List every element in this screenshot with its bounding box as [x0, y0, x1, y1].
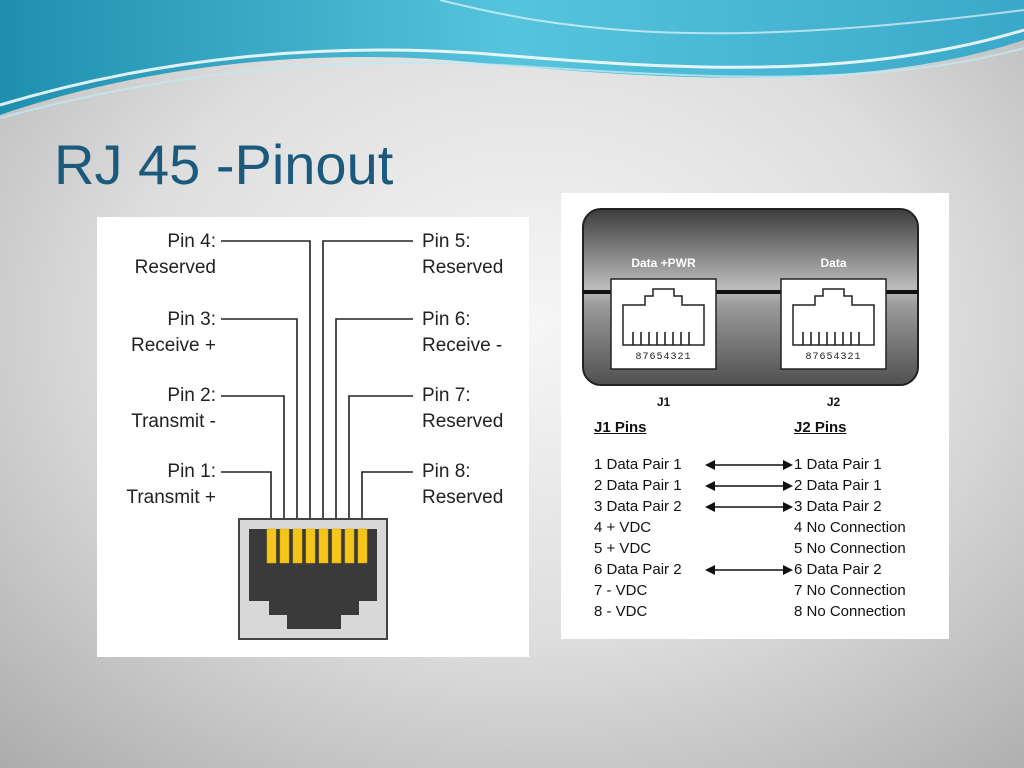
- pin2-number: Pin 2:: [167, 385, 216, 406]
- pin4-lead: [221, 240, 311, 527]
- pin3-desc: Receive +: [130, 335, 216, 356]
- pin2-lead: [221, 395, 285, 527]
- double-arrow-icon: [705, 460, 793, 470]
- jack-j1-id: J1: [656, 395, 671, 409]
- label-pin8: Pin 8: Reserved: [422, 459, 503, 511]
- pin3-lead: [221, 318, 298, 527]
- j1-pin-row: 5 + VDC: [594, 540, 652, 557]
- double-arrow-icon: [705, 502, 793, 512]
- j1-pin-row: 1 Data Pair 1: [594, 456, 682, 473]
- slide-title: RJ 45 -Pinout: [54, 133, 394, 196]
- jack-j1-socket: [622, 288, 705, 346]
- pin5-desc: Reserved: [422, 257, 504, 278]
- jack-j1-label: Data +PWR: [631, 256, 696, 270]
- jack-j1: [610, 278, 717, 370]
- j1-pin-row: 6 Data Pair 2: [594, 561, 682, 578]
- pin1-desc: Transmit +: [126, 487, 216, 508]
- jack-j1-numbers: 87654321: [635, 352, 692, 363]
- dual-jack-graphic: [582, 208, 919, 386]
- label-pin4: Pin 4: Reserved: [135, 229, 216, 281]
- pin8-desc: Reserved: [422, 487, 504, 508]
- label-pin1: Pin 1: Transmit +: [126, 459, 216, 511]
- jack-j2-label: Data: [820, 256, 847, 270]
- jack-pin-panel: Data +PWR Data 87654321 87654321 J1 J2 J…: [561, 193, 949, 639]
- contact-5: [318, 528, 329, 564]
- contact-4: [305, 528, 316, 564]
- j1-pin-row: 3 Data Pair 2: [594, 498, 682, 515]
- pin1-lead: [221, 471, 272, 527]
- header-wave: [0, 0, 1024, 119]
- jack-j2-socket: [792, 288, 875, 346]
- pin6-desc: Receive -: [422, 335, 503, 356]
- j1-pin-row: 4 + VDC: [594, 519, 652, 536]
- double-arrow-icon: [705, 481, 793, 491]
- label-pin7: Pin 7: Reserved: [422, 383, 503, 435]
- j2-pin-row: 8 No Connection: [794, 603, 906, 620]
- pin-table: 1 Data Pair 1 1 Data Pair 1 2 Data Pair 1 2…: [561, 455, 949, 625]
- pin-table-arrows: [705, 460, 793, 575]
- j2-pins-header: J2 Pins: [794, 419, 847, 436]
- contact-6: [331, 528, 342, 564]
- pin4-number: Pin 4:: [167, 231, 216, 252]
- j1-pins-header: J1 Pins: [594, 419, 647, 436]
- contact-3: [292, 528, 303, 564]
- pin6-lead: [335, 318, 413, 527]
- pin3-number: Pin 3:: [167, 309, 216, 330]
- pin6-number: Pin 6:: [422, 309, 471, 330]
- contact-8: [357, 528, 368, 564]
- j2-pin-row: 1 Data Pair 1: [794, 456, 882, 473]
- j2-pin-row: 4 No Connection: [794, 519, 906, 536]
- contact-7: [344, 528, 355, 564]
- jack-j2-id: J2: [826, 395, 841, 409]
- j2-pin-row: 3 Data Pair 2: [794, 498, 882, 515]
- j2-pin-row: 2 Data Pair 1: [794, 477, 882, 494]
- rj45-wiring-graphic: [221, 240, 413, 640]
- label-pin2: Pin 2: Transmit -: [131, 383, 216, 435]
- pin8-number: Pin 8:: [422, 461, 471, 482]
- double-arrow-icon: [705, 565, 793, 575]
- j1-pin-row: 8 - VDC: [594, 603, 648, 620]
- label-pin3: Pin 3: Receive +: [131, 307, 216, 359]
- j1-pin-row: 2 Data Pair 1: [594, 477, 682, 494]
- rj45-pin-diagram: Pin 4: Reserved Pin 3: Receive + Pin 2: …: [97, 217, 529, 657]
- pin8-lead: [361, 471, 413, 527]
- pin4-desc: Reserved: [134, 257, 216, 278]
- label-pin6: Pin 6: Receive -: [422, 307, 502, 359]
- jack-j2: [780, 278, 887, 370]
- j1-pin-row: 7 - VDC: [594, 582, 648, 599]
- pin7-desc: Reserved: [422, 411, 504, 432]
- pin5-lead: [322, 240, 413, 527]
- pin1-number: Pin 1:: [167, 461, 216, 482]
- contact-1: [266, 528, 277, 564]
- contact-2: [279, 528, 290, 564]
- label-pin5: Pin 5: Reserved: [422, 229, 503, 281]
- pin7-lead: [348, 395, 413, 527]
- pin7-number: Pin 7:: [422, 385, 471, 406]
- j2-pin-row: 6 Data Pair 2: [794, 561, 882, 578]
- pin5-number: Pin 5:: [422, 231, 471, 252]
- j2-pin-row: 7 No Connection: [794, 582, 906, 599]
- jack-j2-numbers: 87654321: [805, 352, 862, 363]
- j2-pin-row: 5 No Connection: [794, 540, 906, 557]
- pin2-desc: Transmit -: [131, 411, 216, 432]
